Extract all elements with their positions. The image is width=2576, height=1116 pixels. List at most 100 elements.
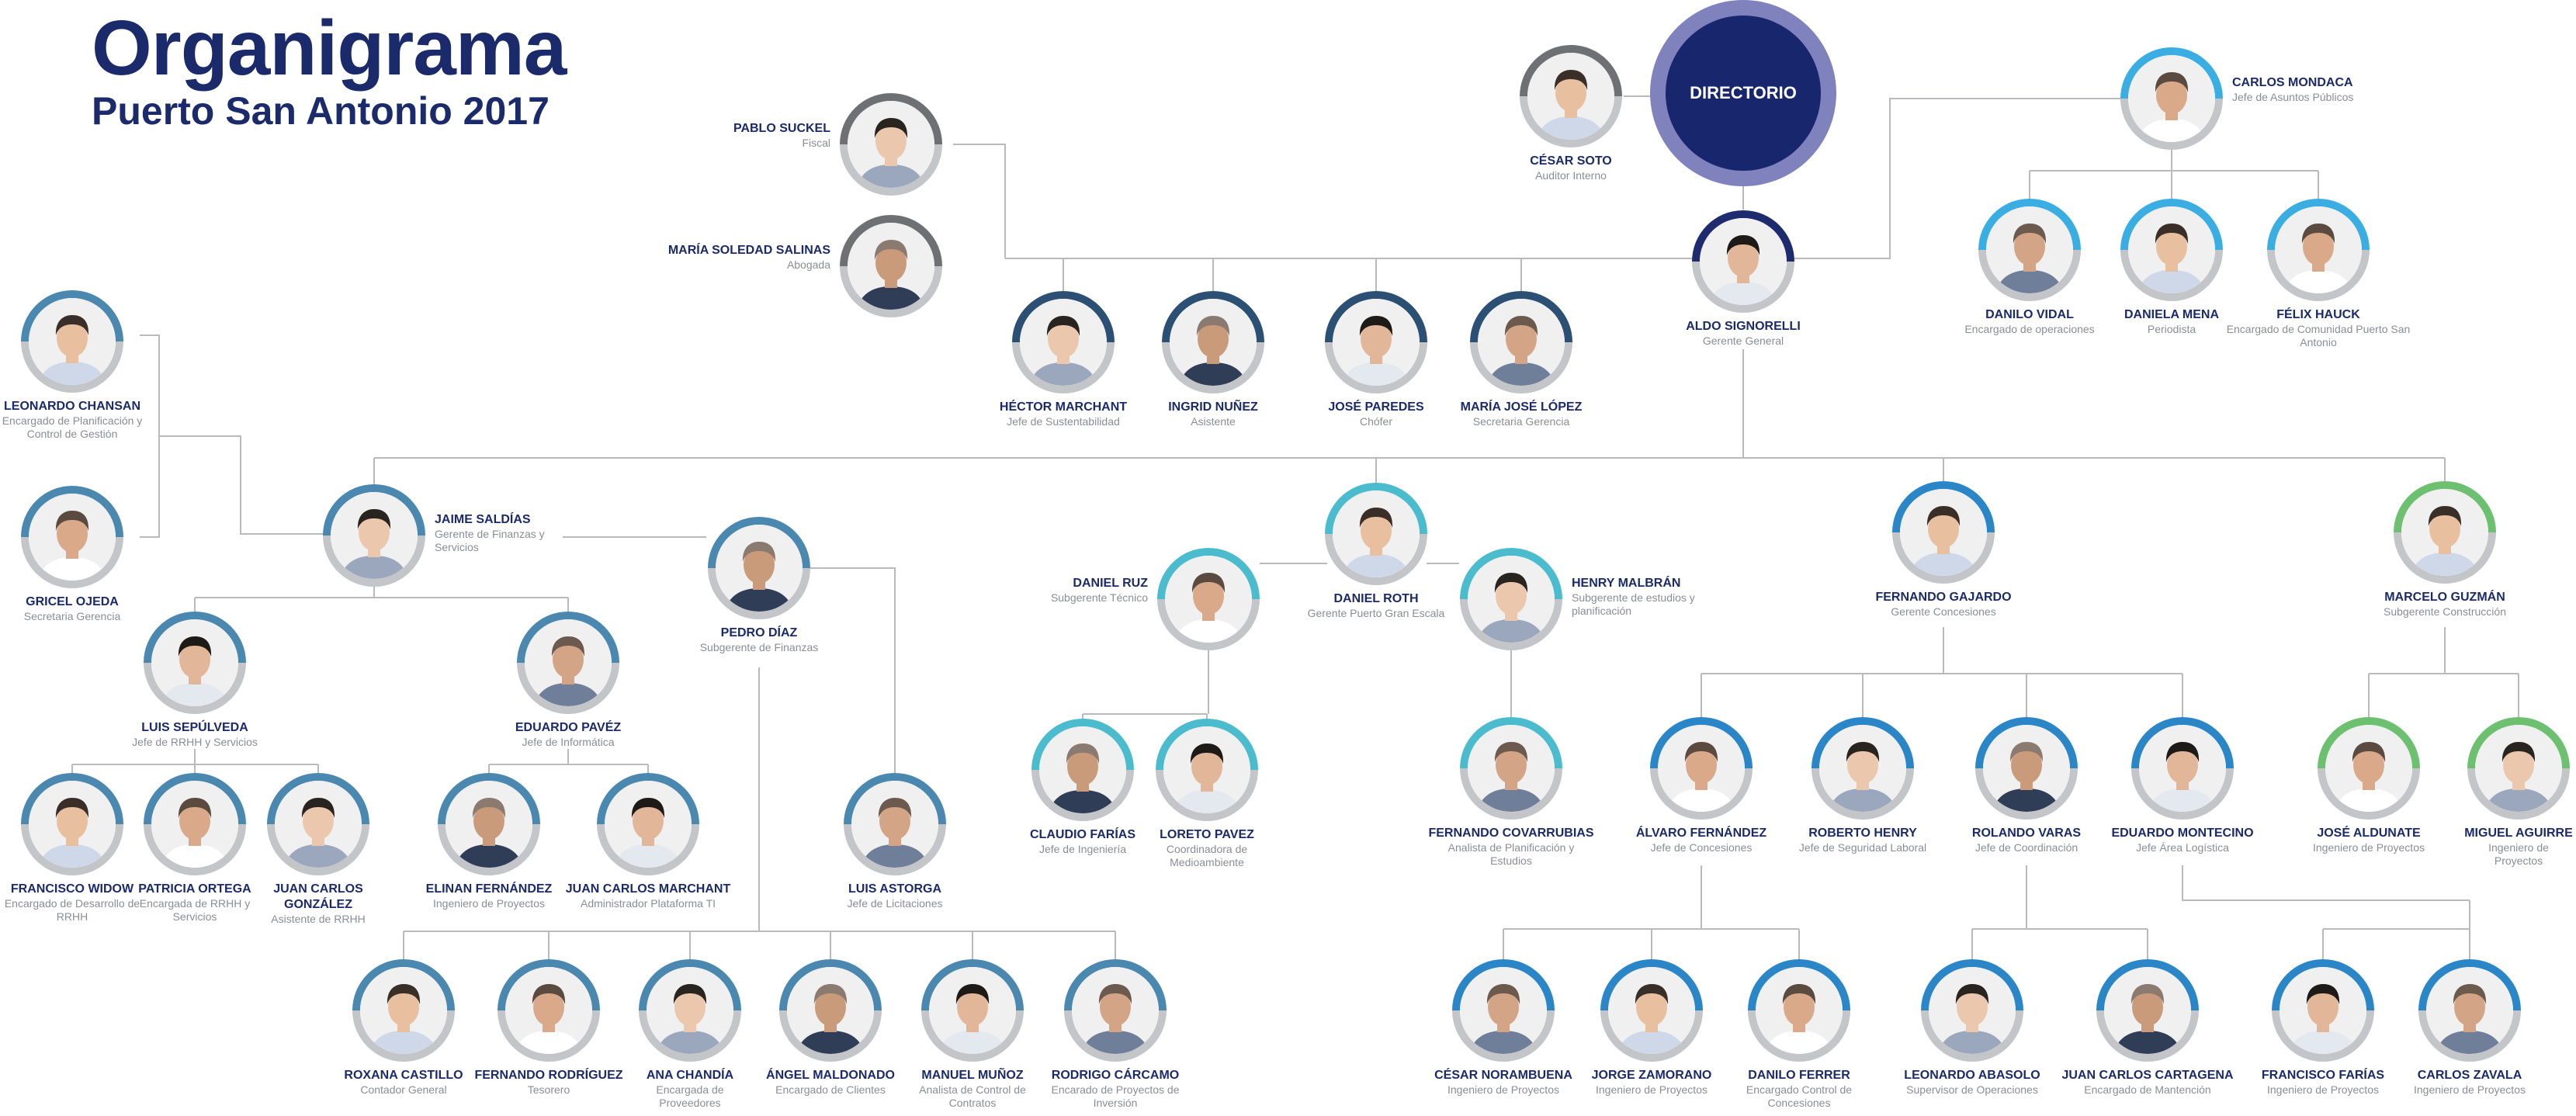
person-name: JAIME SALDÍAS	[435, 513, 531, 526]
avatar	[1746, 958, 1852, 1063]
person-role: Subgerente de Finanzas	[699, 641, 819, 653]
person-name: CARLOS ZAVALA	[2417, 1069, 2522, 1082]
person-name: DANIEL ROTH	[1333, 592, 1419, 605]
person-name: ALDO SIGNORELLI	[1686, 320, 1801, 333]
avatar	[1919, 958, 2025, 1063]
avatar	[1974, 716, 2079, 821]
person-role: Ingeniero de Proyectos	[1447, 1083, 1559, 1096]
person-name: CÉSAR NORAMBUENA	[1434, 1069, 1572, 1082]
person-role: Encargada de Proveedores	[656, 1083, 724, 1109]
person-role: Ingeniero de Proyectos	[433, 897, 545, 910]
avatar	[778, 958, 883, 1063]
directorio-node[interactable]: DIRECTORIO	[1650, 0, 1836, 186]
person-name: CÉSAR SOTO	[1530, 154, 1612, 168]
person-name: JUAN CARLOS CARTAGENA	[2061, 1069, 2234, 1082]
person-role: Jefe de Asuntos Públicos	[2232, 91, 2354, 103]
person-role: Gerente Concesiones	[1891, 605, 1996, 618]
person-name: LUIS SEPÚLVEDA	[141, 721, 248, 734]
avatar	[1323, 289, 1429, 395]
person-name: ROLANDO VARAS	[1971, 827, 2082, 840]
person-role: Encargado de Desarrollo de RRHH	[4, 897, 140, 923]
avatar	[2392, 480, 2498, 585]
person-name: LUIS ASTORGA	[848, 882, 941, 896]
avatar	[2095, 958, 2200, 1063]
person-name: JORGE ZAMORANO	[1591, 1069, 1712, 1082]
avatar	[351, 958, 456, 1063]
person-role: Encargado Control de Concesiones	[1746, 1083, 1853, 1109]
person-name: FERNANDO COVARRUBIAS	[1428, 827, 1594, 840]
avatar	[2466, 716, 2571, 821]
avatar	[706, 515, 812, 621]
person-role: Ingeniero de Proyectos	[2313, 841, 2425, 854]
avatar	[1649, 716, 1754, 821]
person-role: Auditor Interno	[1535, 169, 1607, 182]
avatar	[1468, 289, 1574, 395]
avatar	[19, 771, 125, 877]
avatar	[2316, 716, 2422, 821]
person-role: Jefe Área Logística	[2136, 841, 2229, 854]
avatar	[2417, 958, 2522, 1063]
person-role: Asistente	[1191, 415, 1236, 428]
person-name: JOSÉ PAREDES	[1328, 400, 1424, 414]
person-role: Subgerente Construcción	[2384, 605, 2506, 618]
person-name: ÁLVARO FERNÁNDEZ	[1635, 827, 1767, 840]
avatar	[19, 289, 125, 394]
person-name: EDUARDO MONTECINO	[2111, 827, 2254, 840]
person-role: Ingeniero de Proyectos	[1596, 1083, 1708, 1096]
person-role: Gerente Puerto Gran Escala	[1307, 607, 1445, 619]
person-name: FRANCISCO FARÍAS	[2261, 1069, 2385, 1082]
person-role: Analista de Control de Contratos	[919, 1083, 1026, 1109]
avatar	[1011, 289, 1116, 395]
person-name: DANILO VIDAL	[1985, 308, 2074, 321]
person-name: MARÍA SOLEDAD SALINAS	[667, 244, 830, 257]
avatar	[436, 771, 542, 877]
person-name: MARCELO GUZMÁN	[2384, 591, 2505, 604]
person-role: Secretaria Gerencia	[1472, 415, 1570, 428]
person-role: Administrador Plataforma TI	[580, 897, 716, 910]
person-role: Abogada	[786, 258, 830, 271]
person-role: Ingeniero de Proyectos	[2267, 1083, 2379, 1096]
person-name: EDUARDO PAVÉZ	[515, 721, 622, 734]
avatar	[1458, 716, 1564, 821]
avatar	[19, 484, 125, 590]
avatar	[920, 958, 1025, 1063]
person-name: ROXANA CASTILLO	[344, 1069, 463, 1082]
person-role: Gerente General	[1702, 334, 1784, 347]
avatar	[1063, 958, 1168, 1063]
person-role: Gerente de Finanzas y Servicios	[435, 528, 545, 553]
person-role: Subgerente de estudios y planificación	[1572, 591, 1695, 617]
person-name: LEONARDO ABASOLO	[1904, 1069, 2040, 1082]
directorio-label: DIRECTORIO	[1666, 16, 1821, 171]
person-name: FRANCISCO WIDOW	[10, 882, 134, 896]
person-role: Chófer	[1359, 415, 1393, 428]
avatar	[1599, 958, 1704, 1063]
person-role: Jefe de Sustentabilidad	[1007, 415, 1120, 428]
avatar	[1810, 716, 1916, 821]
avatar	[838, 92, 944, 197]
avatar	[842, 771, 948, 877]
person-name: LORETO PAVEZ	[1160, 828, 1254, 841]
